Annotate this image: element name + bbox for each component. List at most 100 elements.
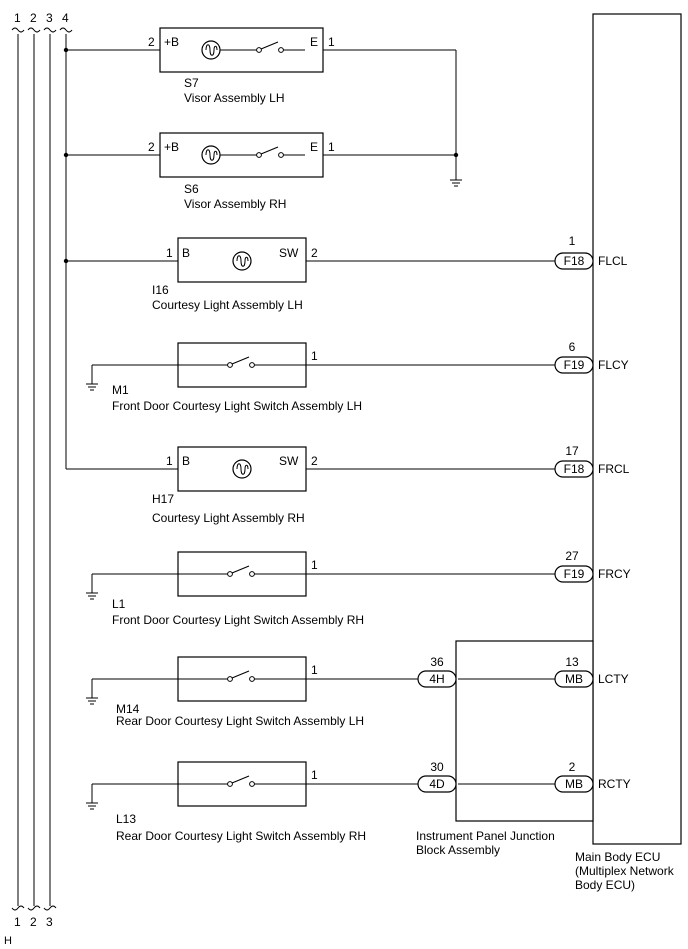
bulb-icon	[201, 40, 221, 60]
signal-name: FRCL	[598, 462, 630, 476]
component-i16: 1 B SW 2 I16 Courtesy Light Assembly LH	[66, 237, 555, 312]
connector-pin: 27	[565, 549, 579, 563]
pin-number: 1	[166, 246, 173, 260]
component-s7: 2 +B E 1 S7 Visor Assembly LH	[66, 27, 456, 105]
connector-code: F19	[564, 358, 585, 372]
rail-label-top-1: 1	[14, 11, 21, 25]
junction-block-name-line1: Instrument Panel Junction	[416, 829, 555, 843]
component-name: Visor Assembly RH	[184, 197, 286, 211]
bulb-icon	[232, 251, 252, 271]
component-s6: 2 +B E 1 S6 Visor Assembly RH	[66, 132, 456, 211]
pin-number: 2	[311, 246, 318, 260]
rail-label-top-3: 3	[46, 11, 53, 25]
component-name: Visor Assembly LH	[184, 91, 284, 105]
pin-number: 1	[311, 663, 318, 677]
junction-block-name-line2: Block Assembly	[416, 843, 500, 857]
connector-code: 4H	[429, 672, 444, 686]
pin-label: +B	[164, 140, 179, 154]
bulb-icon	[201, 145, 221, 165]
ecu-name-line3: Body ECU)	[575, 878, 635, 892]
ecu-connector-flcy: F19 6 FLCY	[554, 340, 629, 374]
ground-icon	[85, 794, 99, 810]
connector-pin: 6	[569, 340, 576, 354]
pin-number: 1	[328, 140, 335, 154]
rail-label-bottom-3: 3	[46, 915, 53, 929]
connector-pin: 1	[569, 234, 576, 248]
connector-shape	[554, 356, 594, 374]
pin-label: SW	[279, 246, 299, 260]
pin-label: B	[182, 246, 190, 260]
ecu-connector-rcty: MB 2 RCTY	[554, 760, 631, 793]
rail-1-end	[11, 905, 25, 911]
junction-connectors: 4H 36 4D 30	[417, 655, 457, 793]
connector-shape	[554, 775, 594, 793]
rail-2-end	[27, 905, 41, 911]
ecu-connectors: F18 1 FLCL F19 6 FLCY F18 17 FRCL F19 27…	[554, 234, 631, 793]
connector-pin: 13	[565, 655, 579, 669]
ecu-name-line2: (Multiplex Network	[575, 864, 675, 878]
ecu-connector-lcty: MB 13 LCTY	[554, 655, 629, 688]
component-name: Courtesy Light Assembly LH	[152, 298, 303, 312]
component-code: L13	[116, 812, 136, 826]
connector-code: F18	[564, 254, 585, 268]
component-code: L1	[112, 597, 126, 611]
page-marker: H	[4, 935, 12, 947]
component-m14: 1 M14 Rear Door Courtesy Light Switch As…	[85, 656, 418, 728]
connector-shape	[554, 460, 594, 478]
component-name: Front Door Courtesy Light Switch Assembl…	[112, 613, 364, 627]
signal-name: RCTY	[598, 777, 631, 791]
component-name: Rear Door Courtesy Light Switch Assembly…	[116, 829, 366, 843]
pin-number: 2	[148, 140, 155, 154]
component-code: S7	[184, 76, 199, 90]
ground-icon	[85, 689, 99, 705]
signal-name: FRCY	[598, 567, 631, 581]
connector-code: MB	[565, 672, 583, 686]
pin-number: 1	[328, 35, 335, 49]
junction-connector	[417, 670, 457, 688]
rail-1-break	[11, 27, 25, 33]
rail-3-break	[43, 27, 57, 33]
ground-icon	[449, 171, 463, 187]
ground-icon	[85, 375, 99, 391]
connector-pin: 30	[430, 760, 444, 774]
rail-label-bottom-2: 2	[30, 915, 37, 929]
connector-code: F18	[564, 462, 585, 476]
ground-icon	[85, 584, 99, 600]
junction-connector	[417, 775, 457, 793]
connector-pin: 2	[569, 760, 576, 774]
pin-label: +B	[164, 35, 179, 49]
component-code: M14	[116, 702, 140, 716]
pin-number: 2	[311, 454, 318, 468]
pin-number: 1	[311, 558, 318, 572]
component-code: M1	[112, 383, 129, 397]
visor-ground	[449, 50, 463, 187]
component-m1: 1 M1 Front Door Courtesy Light Switch As…	[85, 342, 555, 413]
rail-label-bottom-1: 1	[14, 915, 21, 929]
component-l1: 1 L1 Front Door Courtesy Light Switch As…	[85, 551, 555, 627]
signal-name: FLCL	[598, 254, 628, 268]
rail-label-top-4: 4	[62, 11, 69, 25]
connector-shape	[554, 252, 594, 270]
main-body-ecu-box	[592, 13, 682, 845]
pin-number: 1	[311, 349, 318, 363]
pin-label: E	[310, 140, 318, 154]
component-name: Courtesy Light Assembly RH	[152, 511, 305, 525]
component-name: Front Door Courtesy Light Switch Assembl…	[112, 399, 362, 413]
component-h17: 1 B SW 2 H17 Courtesy Light Assembly RH	[66, 446, 555, 525]
bulb-icon	[232, 459, 252, 479]
connector-shape	[554, 565, 594, 583]
connector-code: MB	[565, 777, 583, 791]
pin-number: 2	[148, 35, 155, 49]
connector-code: 4D	[429, 777, 445, 791]
signal-name: FLCY	[598, 358, 629, 372]
connector-code: F19	[564, 567, 585, 581]
rail-2-break	[27, 27, 41, 33]
connector-shape	[554, 670, 594, 688]
connector-pin: 36	[430, 655, 444, 669]
pin-label: E	[310, 35, 318, 49]
rail-4-break	[59, 27, 73, 33]
component-l13: 1 L13 Rear Door Courtesy Light Switch As…	[85, 761, 418, 843]
signal-name: LCTY	[598, 672, 629, 686]
ecu-connector-frcl: F18 17 FRCL	[554, 444, 630, 478]
